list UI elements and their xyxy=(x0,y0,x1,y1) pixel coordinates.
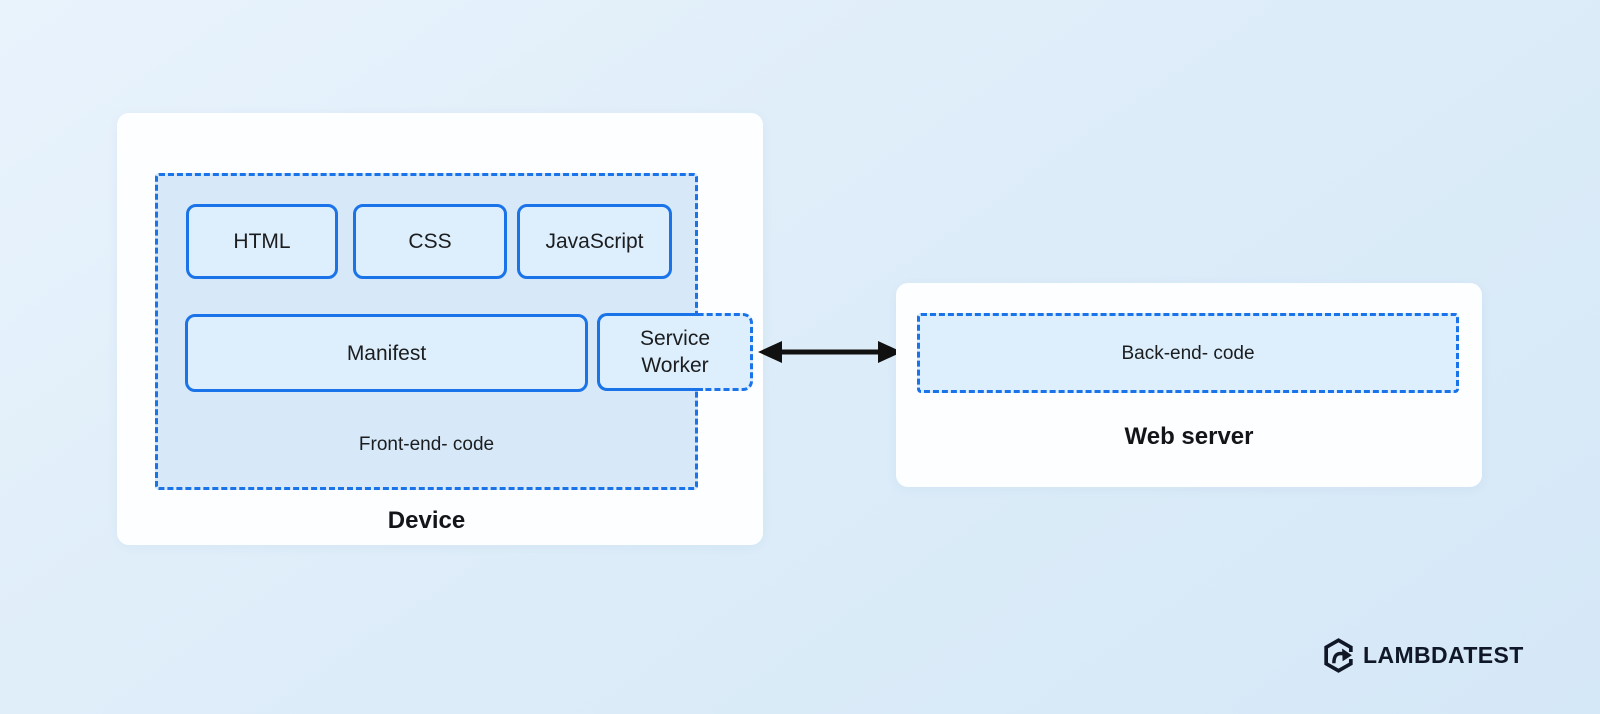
manifest-box: Manifest xyxy=(185,314,588,392)
service-worker-box: Service Worker xyxy=(597,313,753,391)
lambdatest-wordmark: LAMBDATEST xyxy=(1363,642,1524,668)
html-box: HTML xyxy=(186,204,338,279)
backend-code-label: Back-end- code xyxy=(1121,342,1255,364)
device-title: Device xyxy=(387,507,466,534)
html-box-label: HTML xyxy=(233,230,291,253)
javascript-box-label: JavaScript xyxy=(545,230,644,253)
css-box-label: CSS xyxy=(408,230,452,253)
css-box: CSS xyxy=(353,204,507,279)
frontend-code-label: Front-end- code xyxy=(358,434,495,455)
service-worker-box-label: Service Worker xyxy=(639,327,711,377)
bidirectional-arrow-icon xyxy=(756,335,904,369)
manifest-box-label: Manifest xyxy=(346,341,427,365)
backend-code-box: Back-end- code xyxy=(917,313,1459,393)
web-server-title: Web server xyxy=(1124,423,1254,450)
lambdatest-hexagon-arrow-icon xyxy=(1322,637,1355,674)
lambdatest-logo: LAMBDATEST xyxy=(1322,637,1524,674)
javascript-box: JavaScript xyxy=(517,204,672,279)
